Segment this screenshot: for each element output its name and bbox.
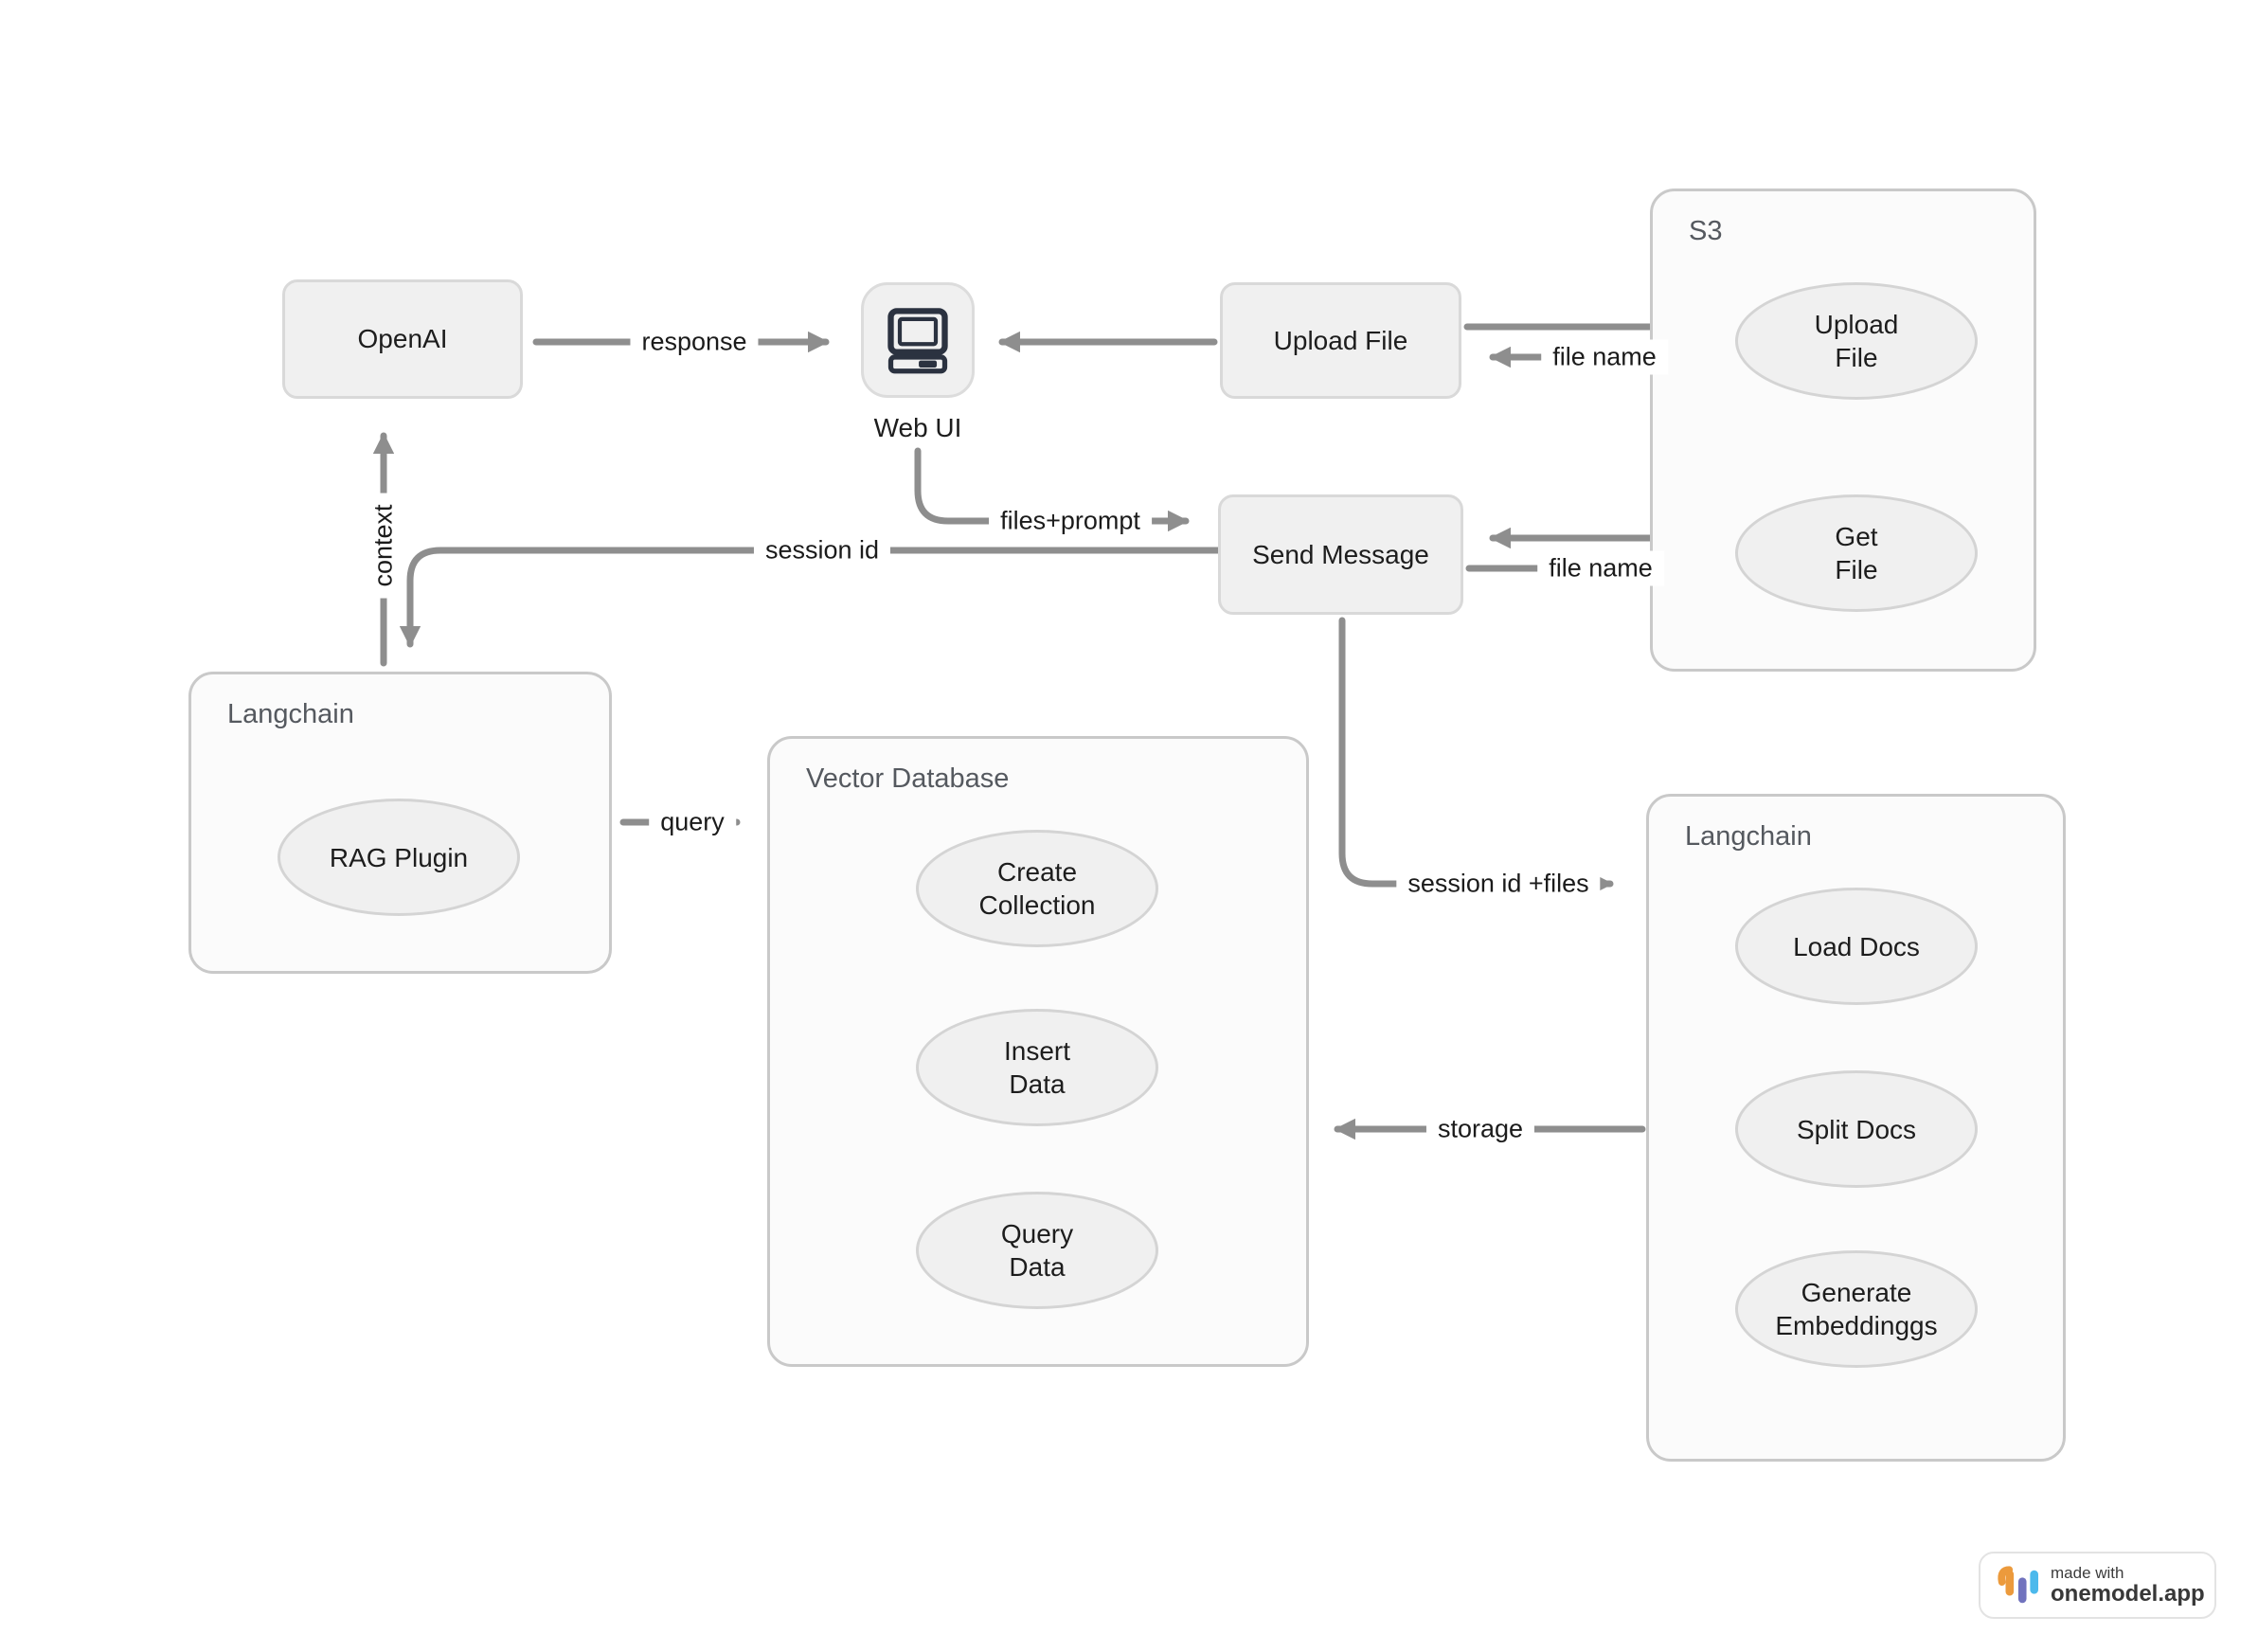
edge-label-query: query	[649, 804, 736, 840]
web-ui-node	[861, 282, 975, 398]
edge-label-file-name-upload: file name	[1541, 339, 1668, 375]
made-with-text: made with	[2051, 1563, 2124, 1582]
edge-label-file-name-get: file name	[1537, 550, 1664, 586]
split-docs-ellipse: Split Docs	[1735, 1070, 1978, 1188]
edge-label-storage: storage	[1425, 1111, 1535, 1147]
computer-icon	[887, 308, 948, 374]
web-ui-label: Web UI	[873, 413, 962, 442]
s3-upload-file-ellipse: Upload File	[1735, 282, 1978, 400]
insert-data-ellipse: Insert Data	[916, 1009, 1158, 1126]
edge-label-files-prompt: files+prompt	[989, 503, 1152, 539]
send-message-node: Send Message	[1218, 494, 1463, 615]
onemodel-badge[interactable]: made with onemodel.app	[1979, 1552, 2216, 1619]
generate-embeddings-ellipse: Generate Embeddinggs	[1735, 1250, 1978, 1368]
rag-plugin-ellipse: RAG Plugin	[278, 799, 520, 916]
edge-session-id-files	[1338, 617, 1614, 895]
s3-get-file-ellipse: Get File	[1735, 494, 1978, 612]
onemodel-brand-text: onemodel.app	[2051, 1580, 2205, 1607]
create-collection-ellipse: Create Collection	[916, 830, 1158, 947]
langchain-left-title: Langchain	[227, 699, 354, 729]
load-docs-ellipse: Load Docs	[1735, 888, 1978, 1005]
edge-label-response: response	[630, 324, 759, 360]
edge-label-session-id: session id	[753, 532, 891, 568]
openai-node: OpenAI	[282, 279, 523, 399]
upload-file-node: Upload File	[1220, 282, 1461, 399]
edge-session-id	[399, 547, 1222, 648]
edge-label-session-id-files: session id +files	[1396, 866, 1601, 902]
onemodel-logo-icon	[1998, 1565, 2038, 1603]
langchain-right-title: Langchain	[1685, 821, 1812, 852]
query-data-ellipse: Query Data	[916, 1192, 1158, 1309]
onemodel-badge-text: made with onemodel.app	[2051, 1564, 2205, 1607]
s3-container-title: S3	[1689, 216, 1723, 246]
vector-database-title: Vector Database	[806, 763, 1010, 794]
edge-files-prompt	[914, 447, 1190, 532]
edge-label-context: context	[366, 493, 402, 599]
